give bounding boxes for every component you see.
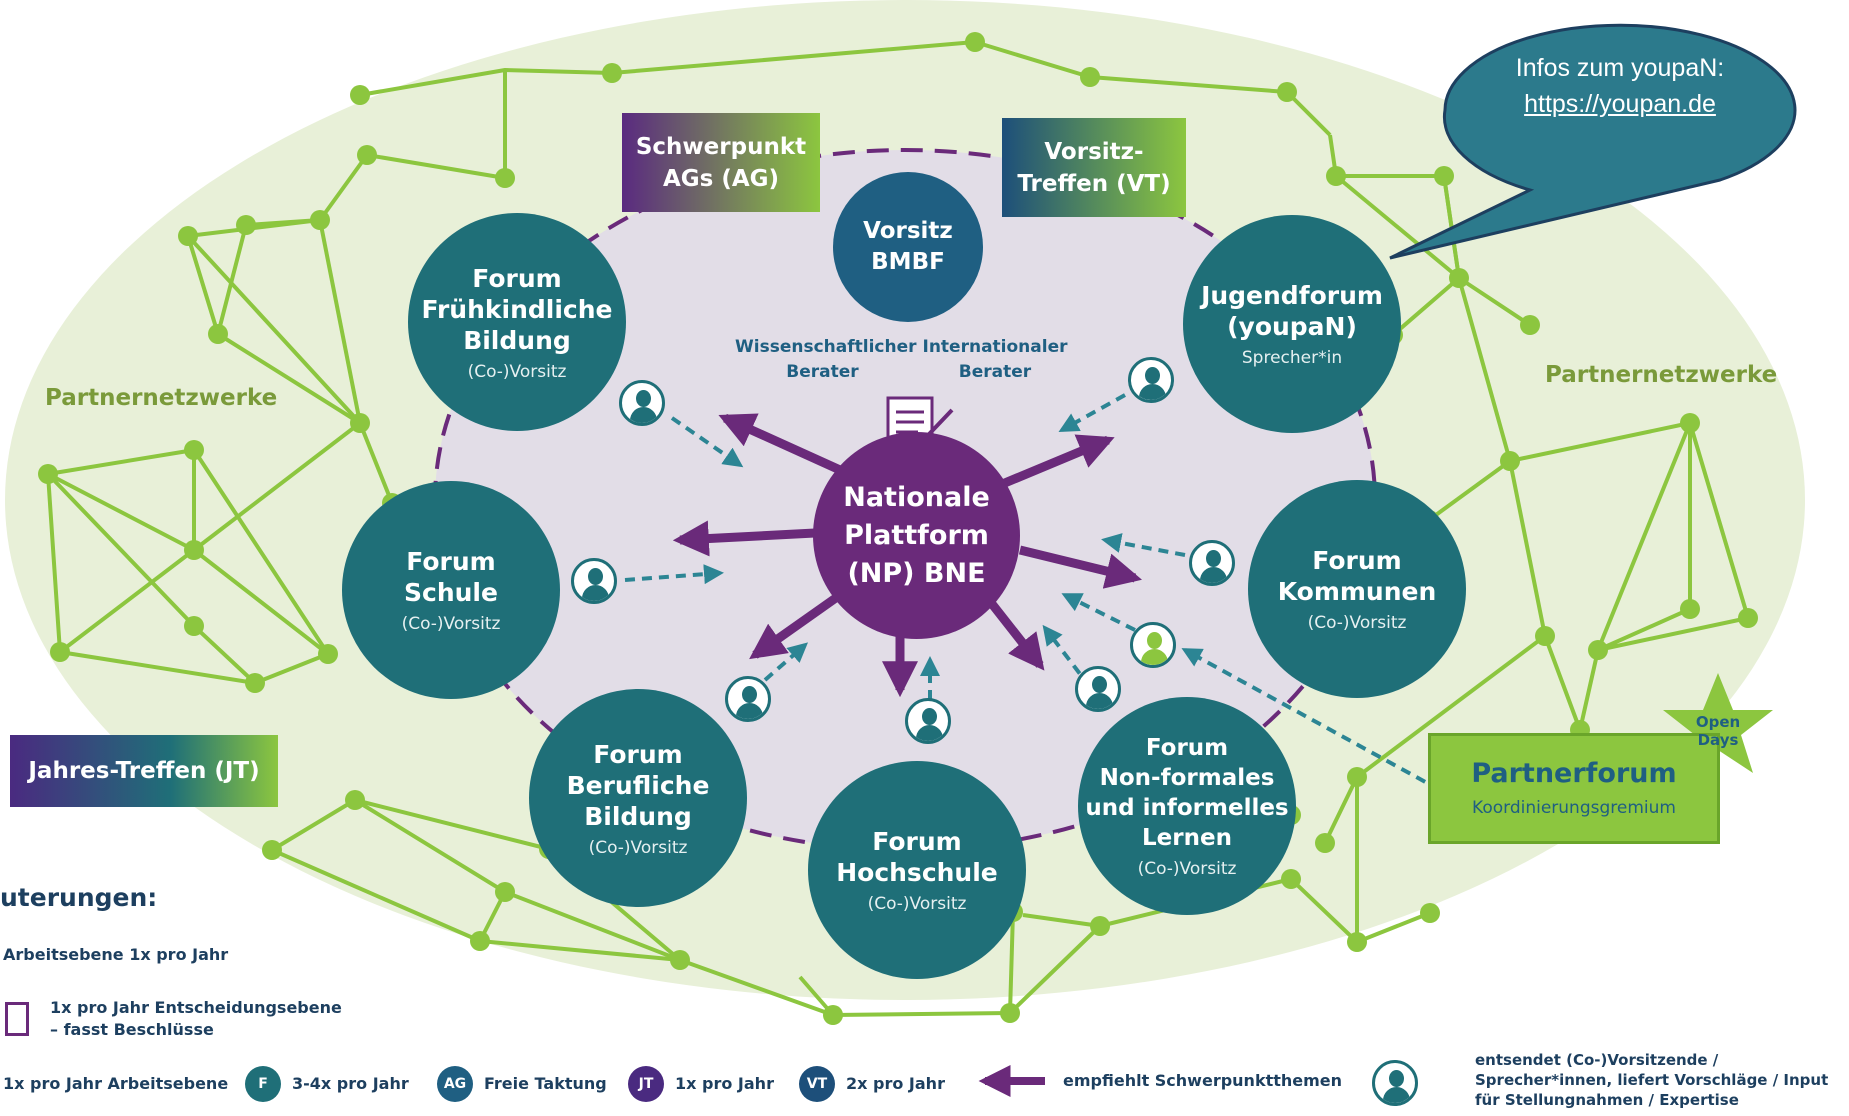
- legend-item-ag: Freie Taktung: [484, 1074, 607, 1093]
- np-bne-title: Nationale Plattform (NP) BNE: [843, 481, 990, 589]
- forum-title: Forum Schule: [404, 547, 498, 607]
- forum-title: Forum Berufliche Bildung: [566, 739, 710, 831]
- callout-text: Infos zum youpaN: https://youpan.de: [1445, 50, 1795, 122]
- callout-line: Infos zum youpaN:: [1515, 54, 1725, 82]
- forum-subtitle: (Co-)Vorsitz: [1307, 613, 1407, 633]
- partnerforum-box: Partnerforum Koordinierungsgremium: [1428, 733, 1720, 844]
- delegate-arrows: [624, 393, 1441, 792]
- wiss-berater-label: Wissenschaftlicher Berater: [735, 337, 917, 382]
- forum-subtitle: (Co-)Vorsitz: [467, 361, 567, 382]
- partner-network-right-label: Partnernetzwerke: [1545, 362, 1778, 388]
- legend-item-forum: 3-4x pro Jahr: [292, 1074, 409, 1093]
- forum-subtitle: (Co-)Vorsitz: [867, 894, 967, 914]
- legend-item-arbeitsebene: 1x pro Jahr Arbeitsebene: [3, 1074, 229, 1093]
- forum-subtitle: (Co-)Vorsitz: [401, 614, 501, 634]
- legend-person-icon: [1372, 1060, 1418, 1106]
- jahres-treffen-box: Jahres-Treffen (JT): [10, 735, 278, 807]
- legend-badge-ag: AG: [437, 1066, 473, 1102]
- legend-row1: Arbeitsebene 1x pro Jahr: [3, 945, 229, 964]
- partner-network-nodes: [38, 32, 1758, 1025]
- person-icon: [619, 380, 665, 426]
- np-bne-center: Nationale Plattform (NP) BNE: [813, 432, 1020, 639]
- vorsitz-treffen-box: Vorsitz- Treffen (VT): [1002, 118, 1186, 217]
- jugendforum-youpan: Jugendforum (youpaN) Sprecher*in: [1183, 215, 1401, 433]
- forum-berufliche-bildung: Forum Berufliche Bildung (Co-)Vorsitz: [529, 689, 747, 907]
- person-icon: [571, 558, 617, 604]
- callout-bubble-shape: [1389, 23, 1797, 260]
- forum-title: Forum Frühkindliche Bildung: [421, 263, 613, 355]
- vorsitz-bmbf-circle: Vorsitz BMBF: [833, 172, 983, 322]
- legend-item-jt: 1x pro Jahr: [675, 1074, 774, 1093]
- intl-berater-label: Internationaler Berater: [922, 337, 1068, 382]
- legend-doc-icon: [5, 1002, 29, 1036]
- partner-network-left-label: Partnernetzwerke: [45, 385, 278, 411]
- person-icon: [1189, 540, 1235, 586]
- forum-title: Forum Hochschule: [836, 827, 998, 887]
- vorsitz-bmbf-title: Vorsitz BMBF: [863, 218, 953, 275]
- person-icon: [905, 698, 951, 744]
- person-icon: [1075, 666, 1121, 712]
- partnerforum-title: Partnerforum: [1471, 758, 1677, 789]
- legend-arrow-text: empfiehlt Schwerpunktthemen: [1063, 1071, 1343, 1090]
- legend-badge-f: F: [245, 1066, 281, 1102]
- forum-fruehkindliche-bildung: Forum Frühkindliche Bildung (Co-)Vorsitz: [408, 213, 626, 431]
- forum-subtitle: (Co-)Vorsitz: [1137, 859, 1237, 879]
- forum-non-formales-lernen: Forum Non-formales und informelles Lerne…: [1078, 697, 1296, 915]
- forum-subtitle: Sprecher*in: [1241, 348, 1343, 368]
- forum-title: Forum Kommunen: [1277, 546, 1437, 606]
- partnerforum-subtitle: Koordinierungsgremium: [1472, 798, 1676, 818]
- schwerpunkt-ag-box: Schwerpunkt AGs (AG): [622, 113, 820, 212]
- legend-heading: uterungen:: [0, 883, 158, 912]
- person-icon: [1130, 622, 1176, 668]
- legend-send-text: entsendet (Co-)Vorsitzende / Sprecher*in…: [1475, 1051, 1829, 1109]
- legend-row2a: 1x pro Jahr Entscheidungsebene: [50, 998, 342, 1017]
- person-icon: [725, 676, 771, 722]
- legend-row2b: – fasst Beschlüsse: [50, 1020, 214, 1039]
- open-days-label: Open Days: [1695, 713, 1741, 749]
- person-icon: [1128, 357, 1174, 403]
- callout-link[interactable]: https://youpan.de: [1524, 90, 1716, 118]
- forum-title: Forum Non-formales und informelles Lerne…: [1085, 735, 1289, 851]
- forum-schule: Forum Schule (Co-)Vorsitz: [342, 481, 560, 699]
- legend-item-vt: 2x pro Jahr: [846, 1074, 945, 1093]
- forum-title: Jugendforum (youpaN): [1201, 281, 1383, 341]
- forum-hochschule: Forum Hochschule (Co-)Vorsitz: [808, 761, 1026, 979]
- recommend-arrows: [672, 413, 1142, 698]
- forum-subtitle: (Co-)Vorsitz: [588, 837, 688, 858]
- forum-kommunen: Forum Kommunen (Co-)Vorsitz: [1248, 480, 1466, 698]
- legend-badge-jt: JT: [628, 1066, 664, 1102]
- legend-badge-vt: VT: [799, 1066, 835, 1102]
- open-days-star: [1663, 673, 1773, 773]
